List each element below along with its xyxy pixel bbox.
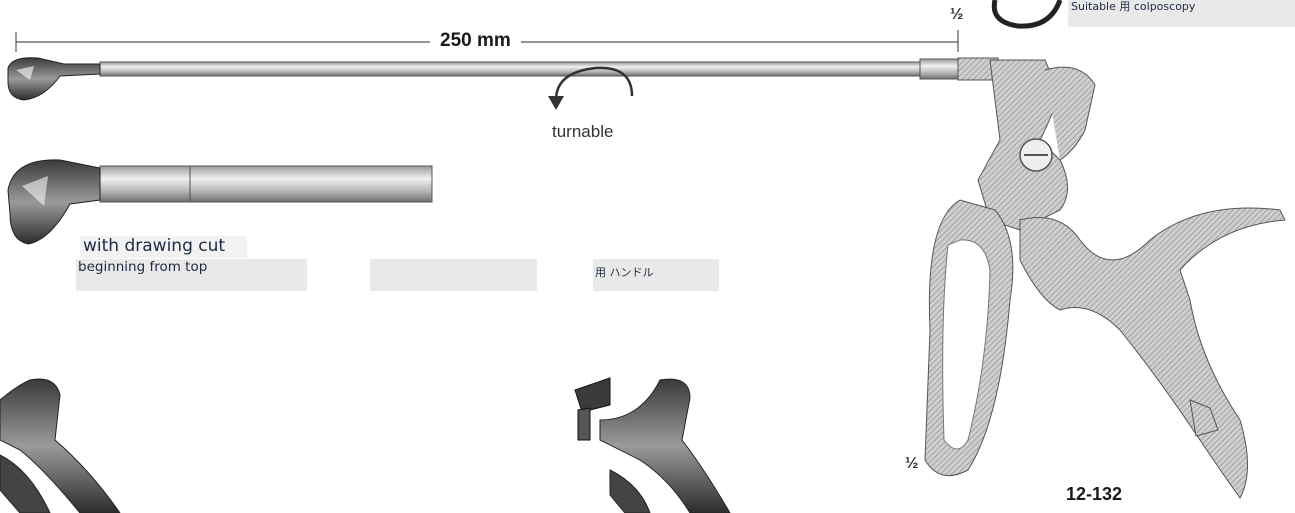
- caption-empty-box: [370, 259, 537, 291]
- caption-handle: 用 ハンドル: [593, 259, 719, 291]
- rotate-arrow-icon: [548, 66, 634, 110]
- dimension-label: 250 mm: [430, 30, 521, 52]
- jaw-closeup: [7, 159, 433, 245]
- instrument-shaft: [7, 57, 999, 101]
- handle-partial-center: [574, 377, 731, 513]
- handle-partial-left: [0, 378, 121, 513]
- caption-suitable: Suitable 用 colposcopy: [1068, 0, 1295, 27]
- scale-mark-bottom: ½: [905, 455, 919, 472]
- scale-mark-top: ½: [950, 6, 964, 23]
- rotation-label: turnable: [552, 122, 614, 141]
- caption-direction: beginning from top: [76, 259, 307, 291]
- ring-detail: [991, 0, 1063, 29]
- instrument-handle: [924, 59, 1286, 499]
- article-code: 12-132: [1066, 484, 1123, 504]
- caption-cut: with drawing cut: [80, 236, 247, 258]
